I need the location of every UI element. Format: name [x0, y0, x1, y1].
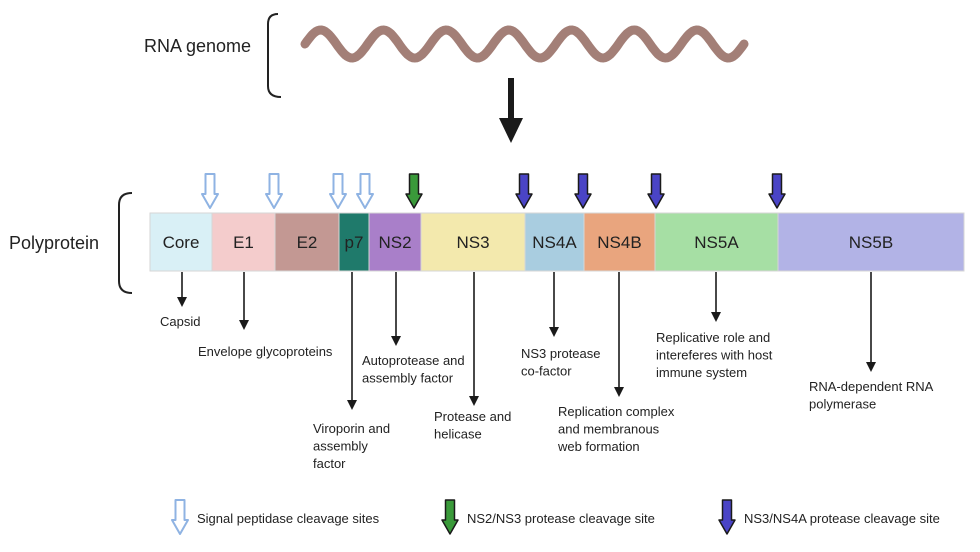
cleavage-sites — [201, 173, 786, 209]
function-annotation-5: Protease and helicase — [434, 272, 511, 442]
segment-label-ns4b: NS4B — [597, 233, 641, 252]
legend-arrow-signal — [171, 499, 189, 535]
legend-label-ns2: NS2/NS3 protease cleavage site — [467, 511, 655, 526]
rna-genome-label: RNA genome — [144, 36, 251, 56]
segment-e2 — [274, 212, 340, 272]
cleavage-arrow-signal-4 — [356, 173, 374, 209]
function-text: assembly — [313, 439, 368, 454]
function-text: Protease and — [434, 409, 511, 424]
function-annotation-4: Autoprotease and assembly factor — [362, 272, 465, 386]
segment-label-core: Core — [163, 233, 200, 252]
legend-label-ns3: NS3/NS4A protease cleavage site — [744, 511, 940, 526]
function-text: web formation — [557, 439, 640, 454]
function-text: RNA-dependent RNA — [809, 379, 934, 394]
legend-item-ns2: NS2/NS3 protease cleavage site — [441, 499, 655, 535]
cleavage-arrow-signal-2 — [265, 173, 283, 209]
segment-ns4b — [583, 212, 656, 272]
segment-label-ns3: NS3 — [456, 233, 489, 252]
cleavage-arrow-ns2-5 — [405, 173, 423, 209]
function-text: Capsid — [160, 314, 200, 329]
segment-ns2 — [368, 212, 422, 272]
segment-e1 — [211, 212, 276, 272]
legend-label-signal: Signal peptidase cleavage sites — [197, 511, 380, 526]
segment-ns3 — [420, 212, 526, 272]
function-text: intereferes with host — [656, 348, 773, 363]
function-annotation-3: Viroporin and assembly factor — [313, 272, 390, 471]
function-text: immune system — [656, 365, 747, 380]
legend-arrow-ns2 — [441, 499, 459, 535]
legend-arrow-ns3 — [718, 499, 736, 535]
function-annotation-1: Capsid — [160, 272, 200, 329]
segment-label-ns5b: NS5B — [849, 233, 893, 252]
legend-item-signal: Signal peptidase cleavage sites — [171, 499, 380, 535]
cleavage-arrow-ns3-6 — [515, 173, 533, 209]
genome-bracket — [267, 13, 282, 98]
function-text: NS3 protease — [521, 346, 601, 361]
segment-label-ns5a: NS5A — [694, 233, 739, 252]
cleavage-arrow-ns3-9 — [768, 173, 786, 209]
rna-genome-wave — [300, 25, 749, 63]
segment-label-e1: E1 — [233, 233, 254, 252]
segment-core — [149, 212, 213, 272]
legend-item-ns3: NS3/NS4A protease cleavage site — [718, 499, 940, 535]
segment-ns4a — [524, 212, 585, 272]
segment-label-ns2: NS2 — [378, 233, 411, 252]
function-text: factor — [313, 456, 346, 471]
function-annotation-2: Envelope glycoproteins — [198, 272, 333, 359]
function-text: Viroporin and — [313, 421, 390, 436]
function-text: Envelope glycoproteins — [198, 344, 333, 359]
function-annotation-6: NS3 protease co-factor — [521, 272, 601, 379]
function-text: assembly factor — [362, 371, 454, 386]
function-text: Replication complex — [558, 404, 675, 419]
polyprotein-bracket — [118, 192, 133, 294]
function-text: polymerase — [809, 397, 876, 412]
function-text: helicase — [434, 427, 482, 442]
function-text: Replicative role and — [656, 330, 770, 345]
function-annotation-9: RNA-dependent RNA polymerase — [809, 272, 934, 412]
function-text: and membranous — [558, 422, 660, 437]
legend: Signal peptidase cleavage sites NS2/NS3 p… — [171, 499, 940, 535]
cleavage-arrow-signal-3 — [329, 173, 347, 209]
polyprotein-segments: Core E1 E2 p7 NS2 NS3 NS4A NS4B NS5A NS5B — [149, 212, 965, 272]
polyprotein-label: Polyprotein — [9, 233, 99, 253]
translation-arrow — [499, 78, 523, 143]
cleavage-arrow-ns3-7 — [574, 173, 592, 209]
function-text: Autoprotease and — [362, 353, 465, 368]
segment-label-p7: p7 — [345, 233, 364, 252]
function-annotation-8: Replicative role and intereferes with hos… — [656, 272, 773, 380]
segment-ns5a — [654, 212, 779, 272]
segment-ns5b — [777, 212, 965, 272]
segment-label-ns4a: NS4A — [532, 233, 577, 252]
cleavage-arrow-signal-1 — [201, 173, 219, 209]
segment-label-e2: E2 — [297, 233, 318, 252]
function-annotation-7: Replication complex and membranous web for… — [557, 272, 675, 454]
cleavage-arrow-ns3-8 — [647, 173, 665, 209]
function-text: co-factor — [521, 364, 572, 379]
